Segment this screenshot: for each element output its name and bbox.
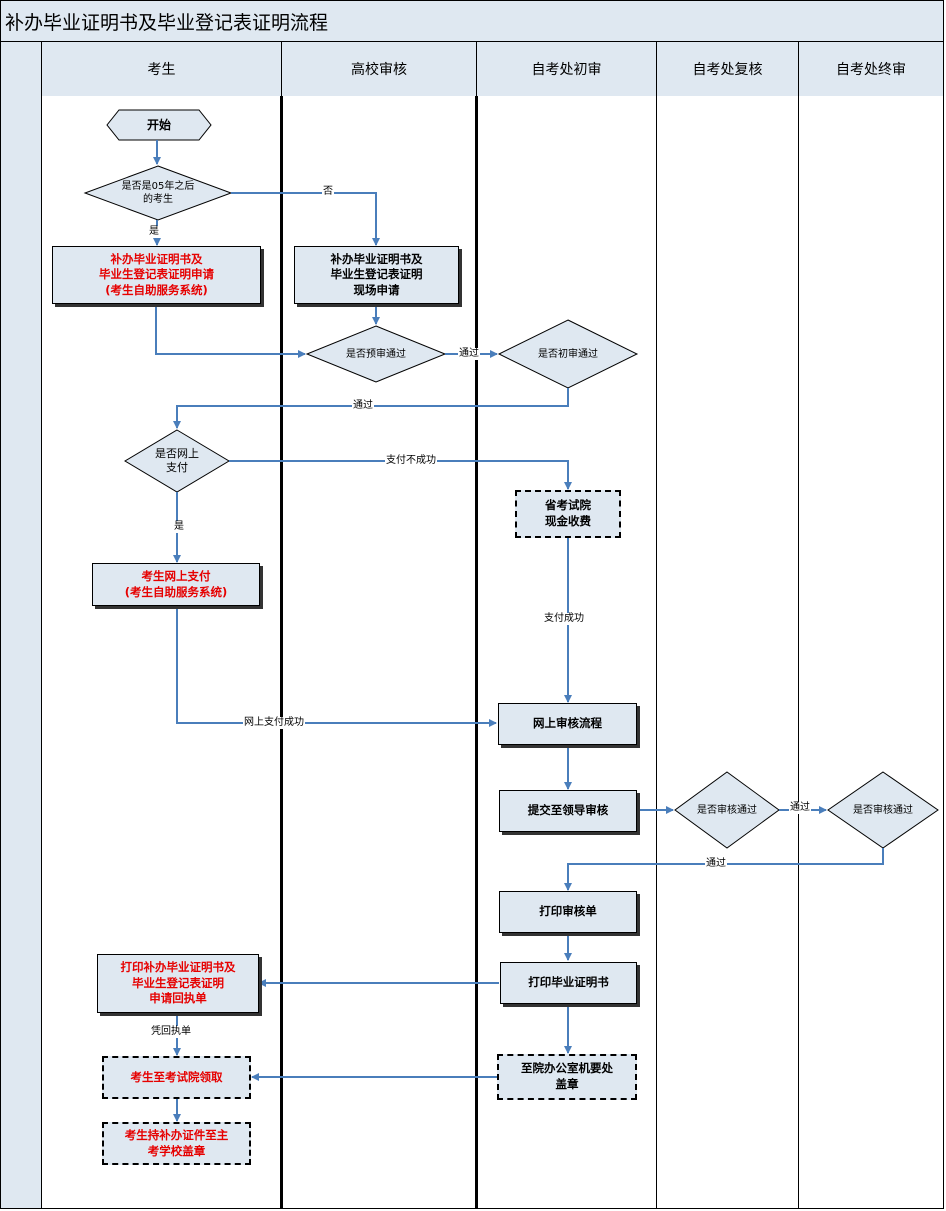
side-strip — [0, 41, 42, 1209]
label-pass-final: 通过 — [705, 858, 727, 870]
start-terminal: 开始 — [146, 117, 171, 132]
label-pass-first: 通过 — [352, 400, 374, 412]
lane-header-final-review: 自考处终审 — [798, 41, 944, 97]
decision-pre-review: 是否预审通过 — [346, 348, 406, 360]
lane-recheck — [656, 96, 799, 1209]
decision-before-05: 是否是05年之后 的考生 — [121, 181, 195, 205]
wire-pay-fail-to-cash — [229, 460, 572, 490]
print-cert-box: 打印毕业证明书 — [500, 962, 637, 1004]
print-receipt-box: 打印补办毕业证明书及 毕业生登记表证明 申请回执单 — [97, 954, 259, 1013]
online-review-flow-box: 网上审核流程 — [498, 703, 637, 745]
label-pass-review: 通过 — [789, 802, 811, 814]
decision-final-pass: 是否审核通过 — [853, 804, 913, 816]
pay-online-box: 考生网上支付 (考生自助服务系统) — [92, 563, 260, 606]
label-receipt: 凭回执单 — [150, 1026, 192, 1038]
label-pay-success: 支付成功 — [543, 613, 585, 625]
print-review-box: 打印审核单 — [499, 891, 637, 933]
label-no: 否 — [322, 186, 334, 198]
lane-header-recheck: 自考处复核 — [656, 41, 799, 97]
apply-online-box: 补办毕业证明书及 毕业生登记表证明申请 (考生自助服务系统) — [52, 246, 261, 304]
lane-first-review — [476, 96, 657, 1209]
label-yes: 是 — [148, 226, 160, 238]
lane-final-review — [798, 96, 944, 1209]
decision-first-review: 是否初审通过 — [538, 348, 598, 360]
submit-leader-box: 提交至领导审核 — [499, 790, 637, 832]
label-online-pay-success: 网上支付成功 — [243, 717, 305, 729]
decision-review-pass-shape — [674, 771, 780, 849]
title-bar: 补办毕业证明书及毕业登记表证明流程 — [0, 0, 944, 42]
cash-fee-box: 省考试院 现金收费 — [515, 490, 621, 538]
label-yes-pay: 是 — [173, 521, 185, 533]
wire-online-to-pre — [155, 304, 306, 358]
wire-online-pay-to-flow — [176, 606, 497, 727]
label-pass-pre: 通过 — [458, 348, 480, 360]
take-to-school-box: 考生持补办证件至主 考学校盖章 — [102, 1122, 251, 1165]
label-pay-fail: 支付不成功 — [385, 455, 437, 467]
diagram-title: 补办毕业证明书及毕业登记表证明流程 — [5, 12, 329, 34]
apply-onsite-box: 补办毕业证明书及 毕业生登记表证明 现场申请 — [294, 246, 459, 304]
seal-box: 至院办公室机要处 盖章 — [497, 1054, 637, 1100]
decision-pre-review-shape — [305, 325, 447, 383]
decision-review-pass: 是否审核通过 — [697, 804, 757, 816]
start-terminal-shape — [106, 109, 212, 141]
collect-box: 考生至考试院领取 — [102, 1056, 251, 1099]
decision-pay-online: 是否网上 支付 — [155, 446, 199, 474]
lane-divider — [280, 96, 283, 1209]
lane-divider — [475, 96, 478, 1209]
wire-decision-no-to-onsite — [231, 192, 380, 246]
